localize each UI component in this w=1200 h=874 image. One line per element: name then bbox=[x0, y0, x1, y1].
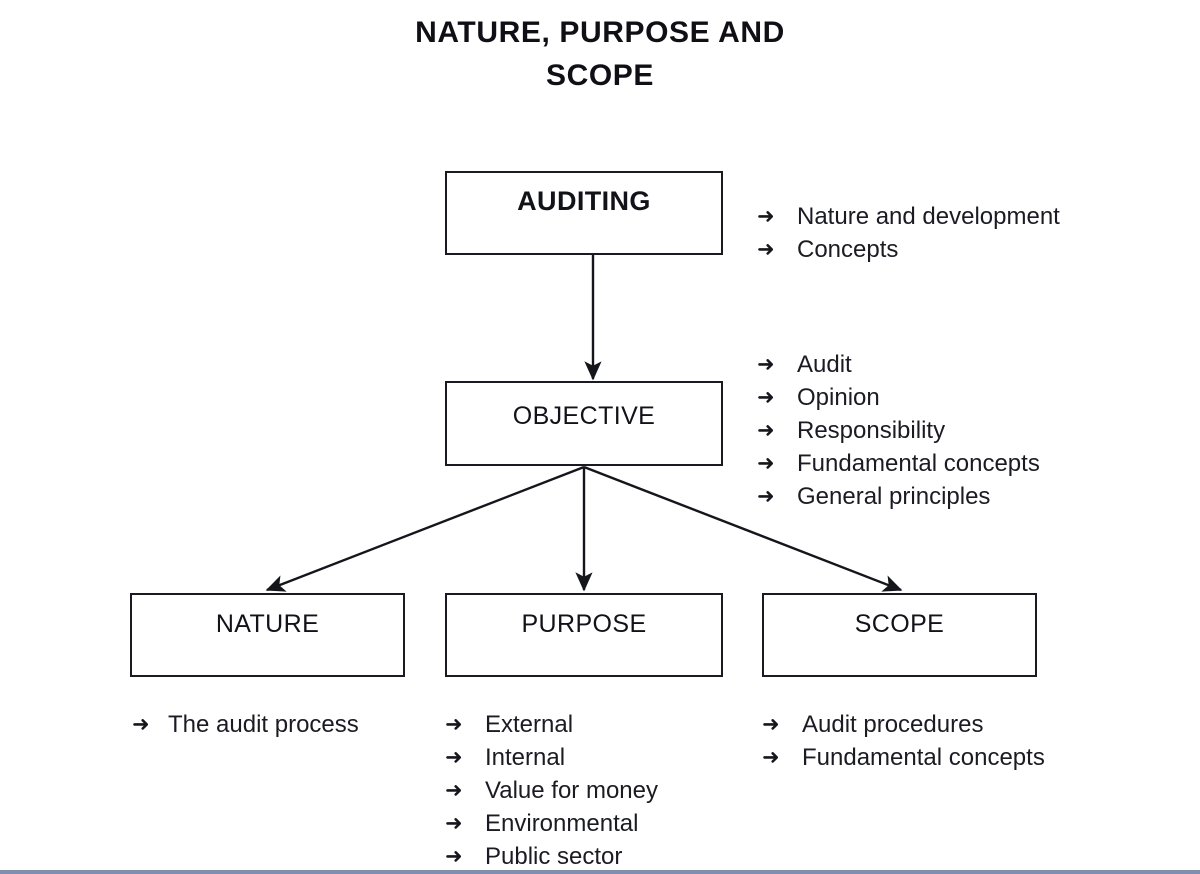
bottom-rule bbox=[0, 870, 1200, 874]
node-scope[interactable]: SCOPE bbox=[762, 593, 1037, 677]
arrowhead-bullet-icon: ➜ bbox=[757, 452, 775, 475]
arrowhead-bullet-icon: ➜ bbox=[757, 419, 775, 442]
bullet-list-nature: ➜ The audit process bbox=[132, 708, 359, 741]
bullet-item-label: Public sector bbox=[485, 843, 623, 870]
bullet-list-purpose: ➜ External ➜ Internal ➜ Value for money ➜ Envir… bbox=[445, 708, 658, 873]
arrowhead-bullet-icon: ➜ bbox=[445, 845, 463, 868]
node-objective-label: OBJECTIVE bbox=[512, 402, 656, 430]
arrowhead-bullet-icon: ➜ bbox=[757, 238, 775, 261]
bullet-item-label: Fundamental concepts bbox=[802, 744, 1045, 771]
arrowhead-bullet-icon: ➜ bbox=[445, 812, 463, 835]
bullet-item: ➜ Public sector bbox=[445, 840, 658, 873]
node-nature[interactable]: NATURE bbox=[130, 593, 405, 677]
bullet-item: ➜ Opinion bbox=[757, 381, 1040, 414]
page-title-line-2: SCOPE bbox=[545, 59, 655, 92]
bullet-item: ➜ General principles bbox=[757, 480, 1040, 513]
bullet-list-objective: ➜ Audit ➜ Opinion ➜ Responsibility ➜ Fundamenta… bbox=[757, 348, 1040, 513]
bullet-item-label: The audit process bbox=[168, 711, 359, 738]
bullet-item-label: Value for money bbox=[485, 777, 658, 804]
bullet-item: ➜ Nature and development bbox=[757, 200, 1060, 233]
bullet-item-label: Opinion bbox=[797, 384, 880, 411]
connector-objective-nature bbox=[265, 465, 585, 592]
bullet-list-scope: ➜ Audit procedures ➜ Fundamental concepts bbox=[762, 708, 1045, 774]
bullet-item: ➜ Internal bbox=[445, 741, 658, 774]
bullet-item: ➜ Fundamental concepts bbox=[762, 741, 1045, 774]
bullet-item-label: External bbox=[485, 711, 574, 738]
node-purpose[interactable]: PURPOSE bbox=[445, 593, 723, 677]
bullet-item-label: General principles bbox=[797, 483, 991, 510]
arrowhead-bullet-icon: ➜ bbox=[445, 746, 463, 769]
bullet-item-label: Internal bbox=[485, 744, 566, 771]
bullet-item: ➜ Responsibility bbox=[757, 414, 1040, 447]
arrowhead-bullet-icon: ➜ bbox=[762, 746, 780, 769]
node-scope-label: SCOPE bbox=[854, 610, 945, 638]
bullet-item: ➜ Environmental bbox=[445, 807, 658, 840]
bullet-item: ➜ Audit procedures bbox=[762, 708, 1045, 741]
bullet-list-auditing: ➜ Nature and development ➜ Concepts bbox=[757, 200, 1060, 266]
bullet-item-label: Audit bbox=[797, 351, 852, 378]
arrowhead-bullet-icon: ➜ bbox=[757, 485, 775, 508]
page-title: NATURE, PURPOSE AND SCOPE bbox=[0, 11, 1200, 97]
bullet-item-label: Fundamental concepts bbox=[797, 450, 1040, 477]
arrowhead-bullet-icon: ➜ bbox=[445, 713, 463, 736]
bullet-item-label: Audit procedures bbox=[802, 711, 984, 738]
bullet-item-label: Concepts bbox=[797, 236, 899, 263]
arrowhead-bullet-icon: ➜ bbox=[757, 386, 775, 409]
node-objective[interactable]: OBJECTIVE bbox=[445, 381, 723, 466]
bullet-item: ➜ Fundamental concepts bbox=[757, 447, 1040, 480]
page-title-line-1: NATURE, PURPOSE AND bbox=[415, 16, 785, 49]
arrowhead-bullet-icon: ➜ bbox=[445, 779, 463, 802]
node-purpose-label: PURPOSE bbox=[521, 610, 647, 638]
node-auditing-label: AUDITING bbox=[517, 186, 651, 216]
arrowhead-bullet-icon: ➜ bbox=[757, 353, 775, 376]
arrowhead-bullet-icon: ➜ bbox=[132, 713, 150, 736]
bullet-item: ➜ Audit bbox=[757, 348, 1040, 381]
arrowhead-bullet-icon: ➜ bbox=[762, 713, 780, 736]
bullet-item-label: Environmental bbox=[485, 810, 639, 837]
bullet-item-label: Responsibility bbox=[797, 417, 946, 444]
bullet-item: ➜ External bbox=[445, 708, 658, 741]
bullet-item: ➜ Value for money bbox=[445, 774, 658, 807]
node-auditing[interactable]: AUDITING bbox=[445, 171, 723, 255]
bullet-item: ➜ Concepts bbox=[757, 233, 1060, 266]
bullet-item: ➜ The audit process bbox=[132, 708, 359, 741]
arrowhead-bullet-icon: ➜ bbox=[757, 205, 775, 228]
node-nature-label: NATURE bbox=[215, 610, 320, 638]
bullet-item-label: Nature and development bbox=[797, 203, 1060, 230]
